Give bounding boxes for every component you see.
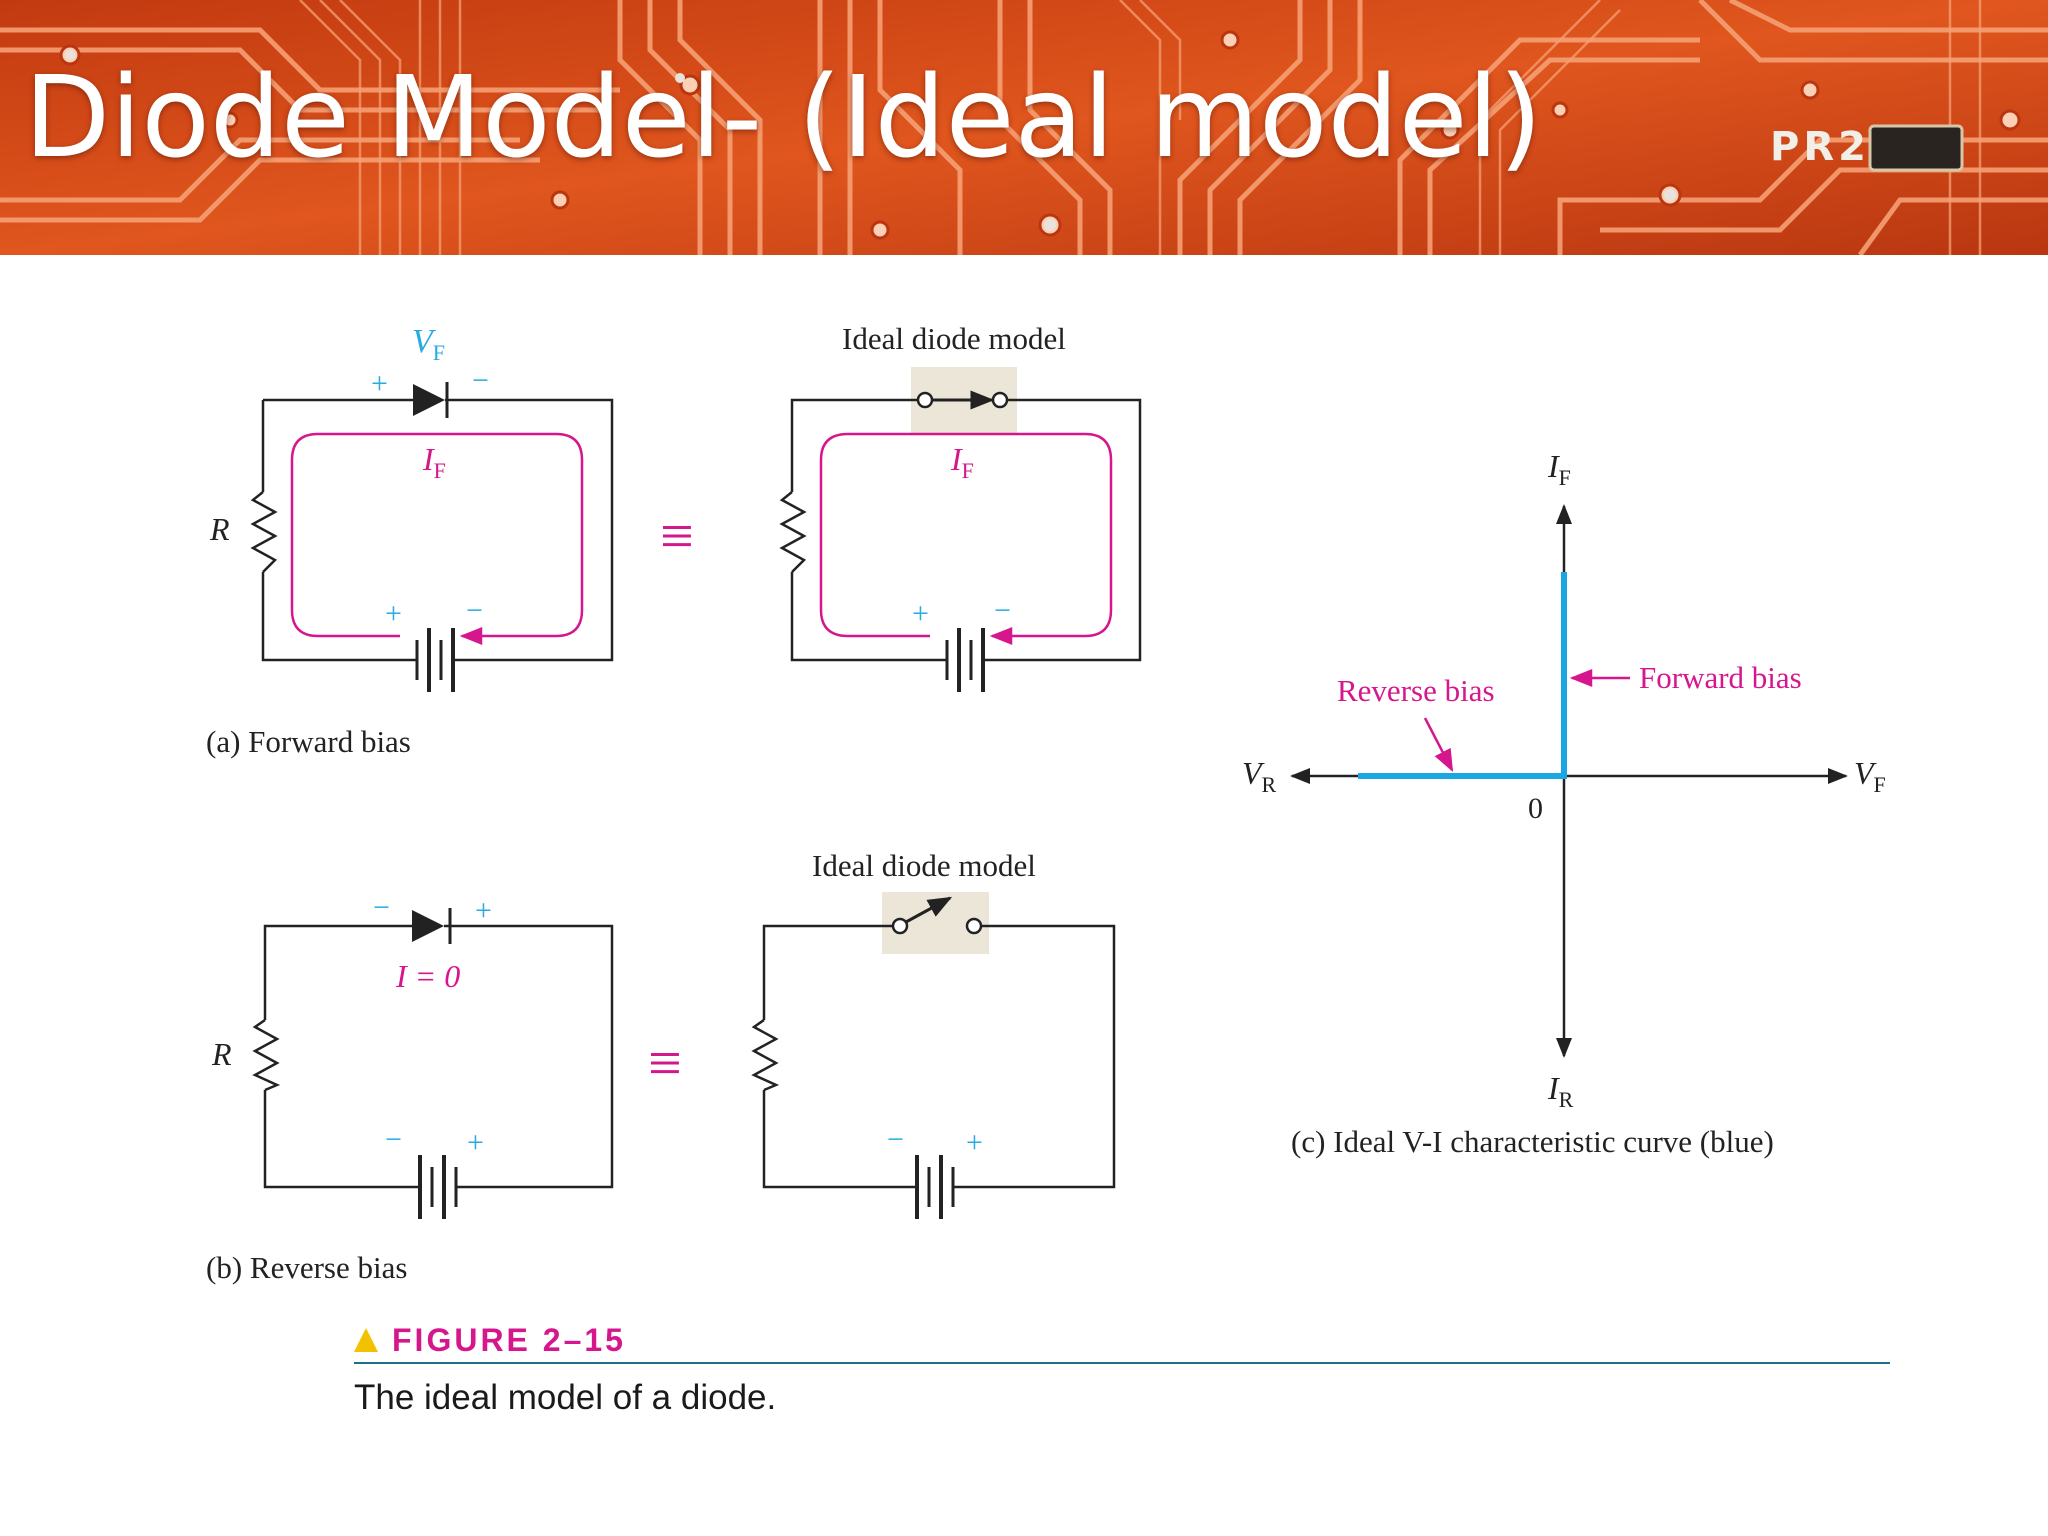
panel-b-reverse-bias: − + I = 0 R − + ≡ Ideal diode model (206, 848, 1116, 1285)
battery-minus: − (385, 1123, 402, 1156)
current-loop (290, 432, 584, 645)
battery-minus: − (466, 594, 483, 627)
vf-axis-label: VF (1854, 755, 1886, 797)
reverse-bias-label: Reverse bias (1337, 673, 1495, 708)
forward-bias-label: Forward bias (1639, 660, 1802, 695)
resistor-symbol (250, 491, 278, 573)
if-axis-label: IF (1547, 448, 1571, 490)
resistor-symbol (779, 491, 807, 573)
equivalence-sign: ≡ (648, 1030, 682, 1096)
resistor-label: R (211, 1036, 232, 1072)
panel-b-right-circuit (751, 924, 1116, 1189)
battery-symbol (413, 628, 459, 692)
warning-triangle-icon (354, 1328, 378, 1352)
open-switch (891, 896, 983, 935)
panel-a-forward-bias: VF + − IF R + − ≡ Ideal diode model (206, 321, 1142, 759)
panel-a-left-circuit (250, 398, 614, 662)
reverse-bias-pointer (1423, 717, 1454, 772)
circuit-board-image: PR26 (0, 0, 2048, 255)
panel-c-vi-curve: IF IR VF VR 0 Forward bias Reverse bias … (1242, 448, 1886, 1159)
battery-minus: − (887, 1123, 904, 1156)
minus-sign: − (373, 891, 390, 924)
battery-plus: + (385, 597, 402, 630)
ir-axis-label: IR (1547, 1070, 1574, 1112)
panel-b-left-circuit (252, 924, 614, 1189)
equivalence-sign: ≡ (660, 503, 694, 569)
current-label: IF (950, 441, 974, 483)
banner-chip-component (1868, 124, 1964, 172)
panel-b-caption: (b) Reverse bias (206, 1250, 407, 1285)
model-title: Ideal diode model (812, 848, 1036, 883)
battery-symbol (418, 1155, 462, 1219)
diode-symbol (413, 382, 449, 418)
figure-caption: The ideal model of a diode. (354, 1378, 777, 1417)
closed-switch (916, 390, 1009, 410)
battery-symbol (915, 1155, 960, 1219)
battery-minus: − (994, 594, 1011, 627)
current-label: IF (422, 441, 446, 483)
battery-plus: + (467, 1126, 484, 1159)
slide-title: Diode Model- (Ideal model) (24, 53, 1543, 183)
battery-symbol (943, 628, 989, 692)
panel-c-caption: (c) Ideal V-I characteristic curve (blue… (1291, 1124, 1774, 1159)
battery-plus: + (966, 1126, 983, 1159)
origin-label: 0 (1528, 792, 1543, 825)
battery-plus: + (912, 597, 929, 630)
model-title: Ideal diode model (842, 321, 1066, 356)
diode-symbol (412, 908, 453, 944)
zero-current-label: I = 0 (395, 958, 460, 994)
panel-a-caption: (a) Forward bias (206, 724, 411, 759)
minus-sign: − (472, 364, 489, 397)
header-banner: PR26 Diode Model- (Ideal model) (0, 0, 2048, 255)
plus-sign: + (475, 894, 492, 927)
plus-sign: + (371, 367, 388, 400)
figure-label-row: FIGURE 2–15 (354, 1320, 626, 1360)
resistor-symbol (751, 1018, 780, 1092)
figure-label: FIGURE 2–15 (392, 1321, 626, 1358)
vf-label: VF (412, 323, 445, 365)
resistor-symbol (252, 1018, 281, 1092)
ideal-vi-curve (1358, 572, 1567, 779)
vr-axis-label: VR (1242, 755, 1277, 797)
panel-a-right-circuit (779, 398, 1142, 662)
figure-rule (354, 1362, 1890, 1364)
resistor-label: R (209, 511, 230, 547)
current-loop (819, 432, 1113, 645)
